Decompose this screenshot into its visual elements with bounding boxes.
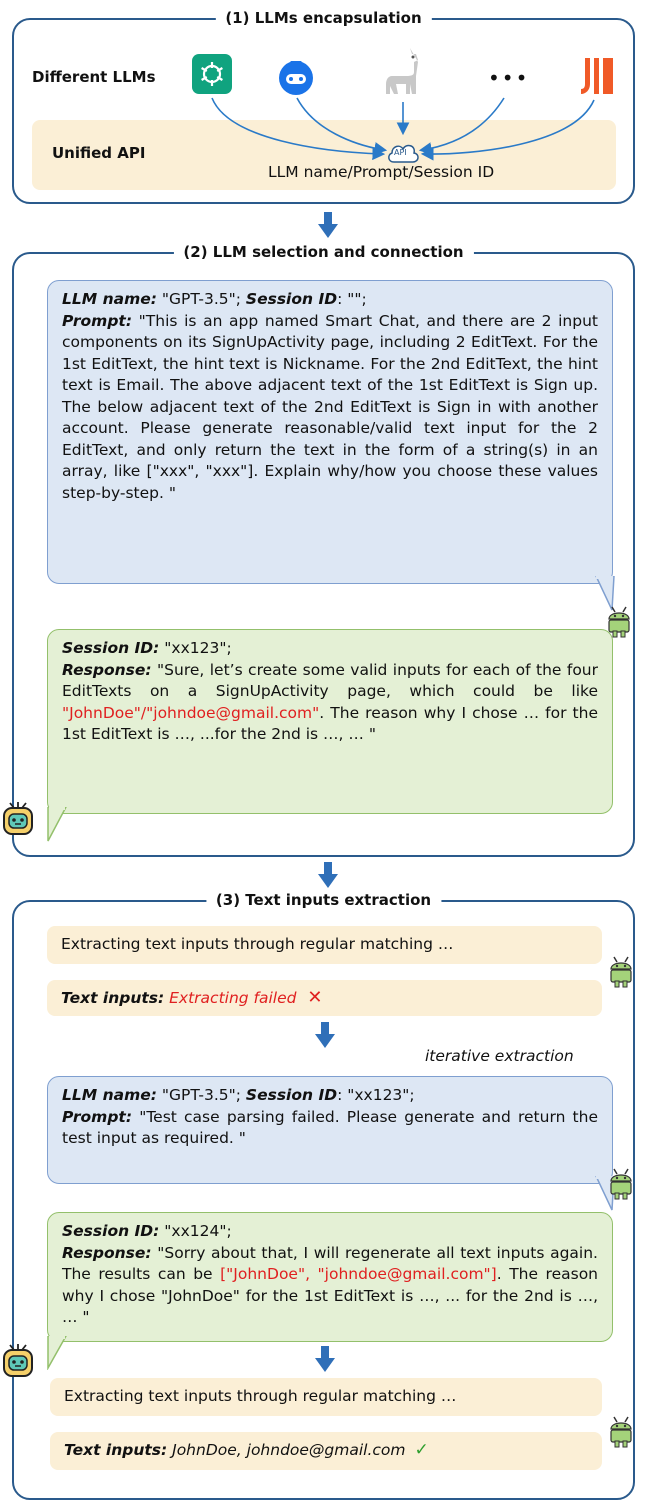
retry-response-tail <box>47 1336 67 1370</box>
prompt-label: Prompt: <box>62 311 133 330</box>
response-highlight: "JohnDoe"/"johndoe@gmail.com" <box>62 703 320 722</box>
prompt-text: "This is an app named Smart Chat, and th… <box>62 311 598 502</box>
response-highlight: ["JohnDoe", "johndoe@gmail.com"] <box>220 1265 497 1283</box>
flow-arrow-2 <box>318 862 338 888</box>
panel-title: (1) LLMs encapsulation <box>215 9 432 27</box>
session-id-label: Session ID: <box>62 1222 160 1240</box>
unified-api-label: Unified API <box>52 144 146 162</box>
extraction-text: Extracting text inputs through regular m… <box>64 1387 457 1405</box>
response-label: Response: <box>62 1243 152 1262</box>
api-label: API <box>394 148 407 157</box>
android-icon <box>610 1168 632 1200</box>
prompt-text: "Test case parsing failed. Please genera… <box>62 1107 598 1148</box>
session-id-label: Session ID <box>245 290 338 308</box>
api-caption: LLM name/Prompt/Session ID <box>268 163 495 181</box>
retry-request-bubble: LLM name: "GPT-3.5"; Session ID: "xx123"… <box>47 1076 613 1184</box>
session-id-value: "xx124"; <box>159 1222 232 1240</box>
response-text-end: . The reason why I chose "JohnDoe" for t… <box>62 1265 599 1326</box>
session-id-label: Session ID <box>245 1086 338 1104</box>
panel-text-extraction: (3) Text inputs extraction Extracting te… <box>3 891 635 1500</box>
panel-llms-encapsulation: (1) LLMs encapsulation Different LLMs ••… <box>12 9 635 204</box>
prompt-label: Prompt: <box>62 1107 133 1126</box>
request-bubble-tail <box>595 576 615 611</box>
response-label: Response: <box>62 660 152 679</box>
ernie-bot-icon <box>276 56 316 96</box>
extraction-step-1: Extracting text inputs through regular m… <box>47 926 602 964</box>
response-bubble: Session ID: "xx123"; Response: "Sure, le… <box>47 629 613 814</box>
session-id-label: Session ID: <box>62 639 160 657</box>
check-icon: ✓ <box>414 1440 429 1460</box>
llm-bot-icon <box>3 1344 33 1377</box>
android-icon <box>610 1416 632 1448</box>
more-llms-dots: ••• <box>488 66 530 90</box>
failed-text: Extracting failed <box>164 989 297 1007</box>
retry-response-bubble: Session ID: "xx124"; Response: "Sorry ab… <box>47 1212 613 1342</box>
fail-x-icon: ✕ <box>307 987 323 1008</box>
flow-arrow-1 <box>318 212 338 238</box>
llm-name-label: LLM name: <box>62 290 157 308</box>
iterative-extraction-label: iterative extraction <box>425 1047 574 1065</box>
unified-api-box: Unified API API LLM name/Prompt/Session … <box>32 120 616 190</box>
chatgpt-icon <box>192 54 232 94</box>
flow-arrow-extract <box>315 1346 335 1372</box>
flow-arrow-retry <box>315 1022 335 1048</box>
success-text: JohnDoe, johndoe@gmail.com <box>167 1441 406 1459</box>
text-inputs-label: Text inputs: <box>64 1441 168 1459</box>
llm-bot-icon <box>3 802 33 835</box>
llm-name-value: "GPT-3.5"; <box>156 1086 246 1104</box>
llm-name-value: "GPT-3.5"; <box>156 290 246 308</box>
api-cloud-icon: API <box>385 140 421 164</box>
llm-name-label: LLM name: <box>62 1086 157 1104</box>
android-icon <box>610 956 632 988</box>
response-text-end: . The reason why I chose … for the 1st E… <box>62 703 598 744</box>
session-id-value: : "xx123"; <box>337 1086 415 1104</box>
request-bubble: LLM name: "GPT-3.5"; Session ID: ""; Pro… <box>47 280 613 584</box>
extraction-text: Extracting text inputs through regular m… <box>61 935 454 953</box>
llm-to-api-arrows <box>211 97 595 161</box>
panel-llm-selection: (2) LLM selection and connection LLM nam… <box>3 243 635 857</box>
response-bubble-tail <box>47 807 67 842</box>
extraction-result-success: Text inputs: JohnDoe, johndoe@gmail.com … <box>50 1432 602 1470</box>
different-llms-label: Different LLMs <box>32 68 156 86</box>
extraction-step-2: Extracting text inputs through regular m… <box>50 1378 602 1416</box>
moonshot-icon <box>579 54 615 96</box>
android-icon <box>608 606 630 638</box>
panel-title: (3) Text inputs extraction <box>205 891 442 909</box>
session-id-value: : ""; <box>337 290 367 308</box>
session-id-value: "xx123"; <box>159 639 232 657</box>
panel-title: (2) LLM selection and connection <box>173 243 474 261</box>
response-text: "Sure, let’s create some valid inputs fo… <box>62 660 598 701</box>
llama-icon <box>382 46 426 96</box>
extraction-result-failed: Text inputs: Extracting failed ✕ <box>47 980 602 1016</box>
response-text: "Sorry about that, I will regenerate all… <box>62 1243 598 1284</box>
text-inputs-label: Text inputs: <box>61 989 165 1007</box>
